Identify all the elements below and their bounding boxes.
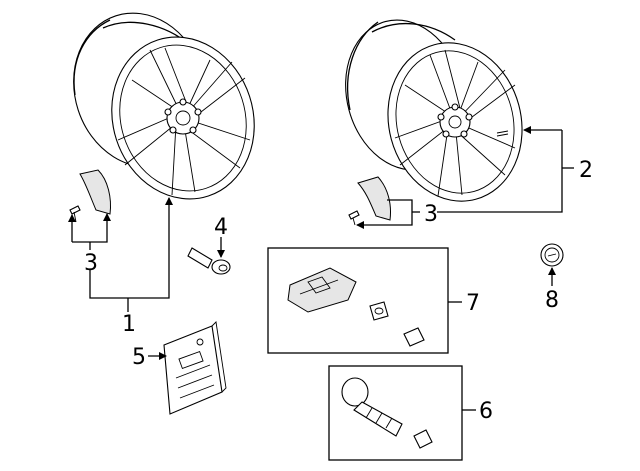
callout-2: 2	[579, 158, 593, 183]
callout-5: 5	[132, 345, 146, 370]
tpms-sensor-kit-box	[267, 247, 449, 354]
callout-7: 7	[466, 291, 480, 316]
balance-weight-left	[69, 169, 111, 223]
callout-1: 1	[122, 312, 136, 337]
wheel-right	[345, 19, 523, 202]
center-cap	[540, 243, 564, 267]
callout-6: 6	[479, 399, 493, 424]
wheel-left	[73, 12, 255, 200]
tpms-valve-stem-box	[328, 365, 463, 461]
label-kit	[163, 321, 227, 415]
callout-3-right: 3	[424, 202, 438, 227]
lug-bolt	[187, 247, 231, 275]
balance-weight-right	[348, 176, 391, 226]
callout-8: 8	[545, 288, 559, 313]
leader-lines	[68, 126, 574, 411]
callout-4: 4	[214, 215, 228, 240]
callout-3-left: 3	[84, 251, 98, 276]
